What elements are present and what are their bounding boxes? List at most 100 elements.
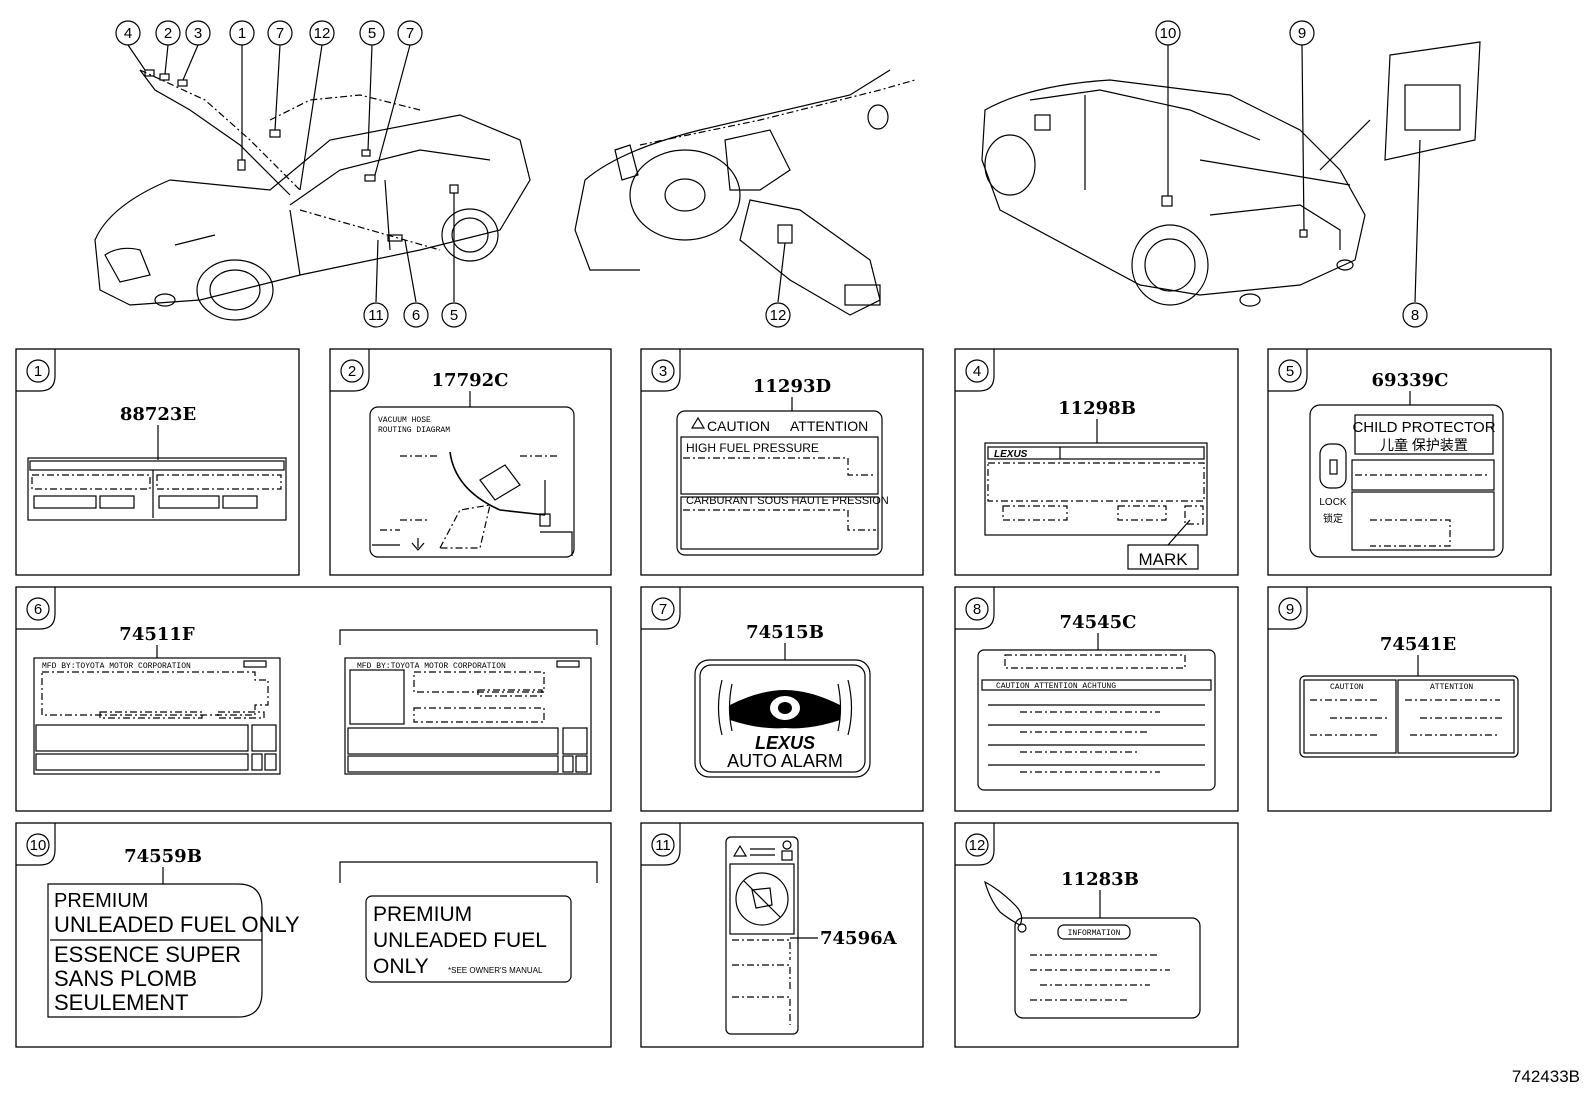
svg-text:VACUUM HOSE: VACUUM HOSE bbox=[378, 416, 431, 425]
diagram-id: 742433B bbox=[1512, 1067, 1580, 1086]
svg-text:11: 11 bbox=[368, 307, 384, 324]
panel-6: 6 74511F MFD BY:TOYOTA MOTOR CORPORATION… bbox=[15, 586, 612, 812]
svg-text:17792C: 17792C bbox=[432, 370, 509, 391]
svg-text:3: 3 bbox=[659, 363, 667, 380]
panel-4: 4 11298B LEXUS MARK bbox=[954, 348, 1239, 576]
svg-text:11298B: 11298B bbox=[1058, 398, 1136, 419]
svg-text:10: 10 bbox=[30, 837, 47, 854]
callout-5a: 5 bbox=[359, 20, 385, 46]
svg-text:ROUTING DIAGRAM: ROUTING DIAGRAM bbox=[378, 426, 450, 435]
callout-12b: 12 bbox=[765, 302, 791, 328]
svg-text:7: 7 bbox=[659, 601, 667, 618]
svg-text:AUTO ALARM: AUTO ALARM bbox=[727, 751, 843, 771]
svg-text:INFORMATION: INFORMATION bbox=[1068, 929, 1121, 938]
car-rear-illustration bbox=[981, 41, 1481, 307]
svg-text:CAUTION: CAUTION bbox=[707, 418, 770, 434]
callout-1: 1 bbox=[229, 20, 255, 46]
svg-text:ATTENTION: ATTENTION bbox=[1430, 683, 1473, 692]
panel-12: 12 11283B INFORMATION bbox=[954, 822, 1239, 1048]
svg-text:4: 4 bbox=[973, 363, 981, 380]
svg-text:1: 1 bbox=[34, 363, 42, 380]
svg-text:2: 2 bbox=[348, 363, 356, 380]
panel-2: 2 17792C VACUUM HOSE ROUTING DIAGRAM bbox=[329, 348, 612, 576]
callout-12a: 12 bbox=[309, 20, 335, 46]
svg-text:CARBURANT SOUS HAUTE PRESSION: CARBURANT SOUS HAUTE PRESSION bbox=[686, 495, 889, 507]
svg-text:LEXUS: LEXUS bbox=[755, 733, 815, 753]
svg-text:74596A: 74596A bbox=[820, 928, 898, 949]
svg-text:74541E: 74541E bbox=[1380, 634, 1456, 655]
svg-text:12: 12 bbox=[314, 25, 331, 42]
callout-6: 6 bbox=[403, 302, 429, 328]
callout-10: 10 bbox=[1155, 20, 1181, 46]
callout-2: 2 bbox=[155, 20, 181, 46]
svg-text:74515B: 74515B bbox=[746, 622, 824, 643]
callout-8: 8 bbox=[1402, 302, 1428, 328]
panel-7: 7 74515B LEXUS AUTO ALARM bbox=[640, 586, 924, 812]
svg-text:ONLY: ONLY bbox=[373, 955, 429, 978]
callout-7a: 7 bbox=[267, 20, 293, 46]
svg-text:锁定: 锁定 bbox=[1323, 512, 1343, 525]
panel-3: 3 11293D CAUTION ATTENTION HIGH FUEL PRE… bbox=[640, 348, 924, 576]
svg-text:5: 5 bbox=[450, 307, 458, 324]
svg-text:5: 5 bbox=[368, 25, 376, 42]
svg-text:11293D: 11293D bbox=[753, 376, 831, 397]
panel-11: 11 74596A bbox=[640, 822, 924, 1048]
interior-illustration bbox=[574, 69, 916, 316]
svg-text:8: 8 bbox=[1411, 307, 1419, 324]
svg-text:1: 1 bbox=[238, 25, 246, 42]
svg-text:11283B: 11283B bbox=[1061, 869, 1139, 890]
svg-text:9: 9 bbox=[1286, 601, 1294, 618]
svg-text:SEULEMENT: SEULEMENT bbox=[54, 990, 188, 1015]
svg-text:HIGH FUEL PRESSURE: HIGH FUEL PRESSURE bbox=[686, 441, 819, 455]
svg-text:UNLEADED FUEL ONLY: UNLEADED FUEL ONLY bbox=[54, 912, 300, 937]
svg-text:11: 11 bbox=[655, 837, 671, 854]
svg-text:10: 10 bbox=[1160, 25, 1177, 42]
svg-text:4: 4 bbox=[124, 25, 132, 42]
svg-text:CAUTION: CAUTION bbox=[1330, 683, 1364, 692]
svg-text:12: 12 bbox=[770, 307, 787, 324]
svg-text:LOCK: LOCK bbox=[1319, 497, 1347, 508]
svg-text:69339C: 69339C bbox=[1372, 370, 1449, 391]
callout-11: 11 bbox=[363, 302, 389, 328]
callout-3: 3 bbox=[185, 20, 211, 46]
svg-text:7: 7 bbox=[276, 25, 284, 42]
panel-1: 1 88723E bbox=[15, 348, 300, 576]
svg-text:*SEE OWNER'S MANUAL: *SEE OWNER'S MANUAL bbox=[448, 966, 543, 975]
svg-text:儿童 保护装置: 儿童 保护装置 bbox=[1380, 437, 1468, 453]
panel-10: 10 74559B PREMIUM UNLEADED FUEL ONLY ESS… bbox=[15, 822, 612, 1048]
svg-text:MARK: MARK bbox=[1138, 550, 1188, 569]
callout-9: 9 bbox=[1289, 20, 1315, 46]
svg-text:3: 3 bbox=[194, 25, 202, 42]
svg-text:6: 6 bbox=[412, 307, 420, 324]
svg-text:ATTENTION: ATTENTION bbox=[790, 418, 868, 434]
svg-text:9: 9 bbox=[1298, 25, 1306, 42]
svg-text:88723E: 88723E bbox=[120, 404, 196, 425]
callout-5b: 5 bbox=[441, 302, 467, 328]
car-front-illustration bbox=[94, 44, 531, 321]
top-callouts: 4 2 3 1 7 12 5 7 11 6 5 12 10 9 8 bbox=[115, 20, 1428, 328]
svg-text:7: 7 bbox=[406, 25, 414, 42]
panel-5: 5 69339C CHILD PROTECTOR 儿童 保护装置 LOCK 锁定 bbox=[1267, 348, 1552, 576]
panel-8: 8 74545C CAUTION ATTENTION ACHTUNG bbox=[954, 586, 1239, 812]
svg-text:74559B: 74559B bbox=[124, 846, 202, 867]
svg-text:SANS PLOMB: SANS PLOMB bbox=[54, 966, 197, 991]
svg-text:74511F: 74511F bbox=[119, 624, 195, 645]
svg-text:PREMIUM: PREMIUM bbox=[373, 903, 472, 926]
svg-text:5: 5 bbox=[1286, 363, 1294, 380]
svg-text:74545C: 74545C bbox=[1060, 612, 1137, 633]
panel-9: 9 74541E CAUTION ATTENTION bbox=[1267, 586, 1552, 812]
svg-text:MFD BY:TOYOTA MOTOR CORPORATIO: MFD BY:TOYOTA MOTOR CORPORATION bbox=[357, 662, 506, 671]
svg-text:12: 12 bbox=[969, 837, 986, 854]
callout-4: 4 bbox=[115, 20, 141, 46]
svg-text:8: 8 bbox=[973, 601, 981, 618]
svg-text:UNLEADED FUEL: UNLEADED FUEL bbox=[373, 929, 547, 952]
svg-text:CHILD PROTECTOR: CHILD PROTECTOR bbox=[1352, 419, 1495, 436]
svg-text:6: 6 bbox=[34, 601, 42, 618]
svg-text:ESSENCE SUPER: ESSENCE SUPER bbox=[54, 942, 241, 967]
svg-text:MFD BY:TOYOTA MOTOR CORPORATIO: MFD BY:TOYOTA MOTOR CORPORATION bbox=[42, 662, 191, 671]
svg-text:PREMIUM: PREMIUM bbox=[54, 890, 148, 912]
callout-7b: 7 bbox=[397, 20, 423, 46]
svg-text:CAUTION ATTENTION ACHTUNG: CAUTION ATTENTION ACHTUNG bbox=[996, 682, 1116, 691]
svg-text:LEXUS: LEXUS bbox=[994, 449, 1028, 460]
